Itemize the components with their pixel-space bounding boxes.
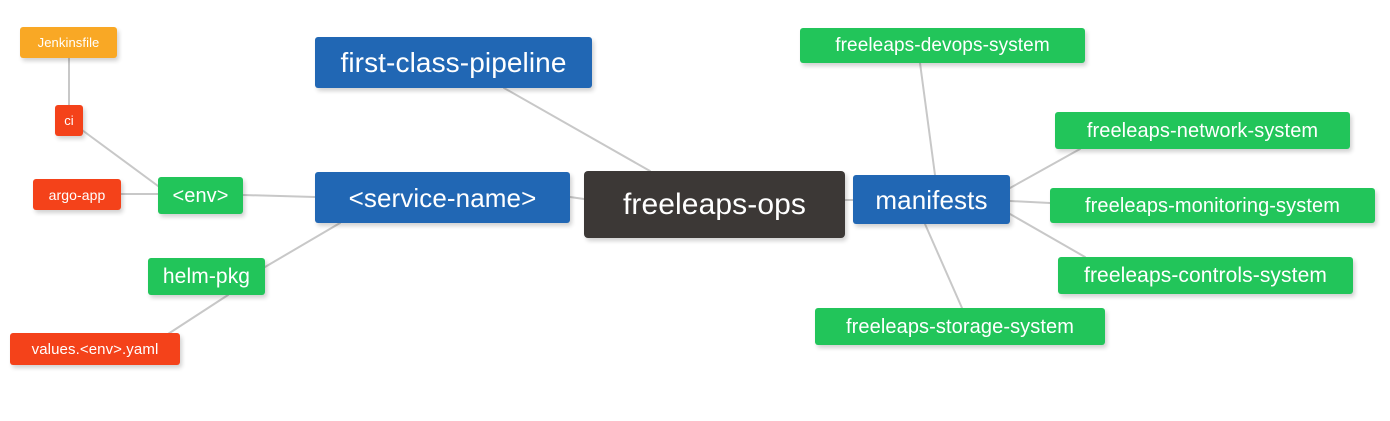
mindmap-node-argo-app[interactable]: argo-app bbox=[33, 179, 121, 210]
mindmap-node-freeleaps-controls-system[interactable]: freeleaps-controls-system bbox=[1058, 257, 1353, 294]
mindmap-node-jenkinsfile[interactable]: Jenkinsfile bbox=[20, 27, 117, 58]
mindmap-node-first-class-pipeline[interactable]: first-class-pipeline bbox=[315, 37, 592, 88]
mindmap-node-freeleaps-devops-system[interactable]: freeleaps-devops-system bbox=[800, 28, 1085, 63]
edge-first-class-pipeline-to-freeleaps-ops bbox=[503, 87, 651, 172]
edge-manifests-to-freeleaps-storage-system bbox=[924, 223, 963, 309]
mindmap-node-ci[interactable]: ci bbox=[55, 105, 83, 136]
mindmap-node-freeleaps-storage-system[interactable]: freeleaps-storage-system bbox=[815, 308, 1105, 345]
edge-manifests-to-freeleaps-monitoring-system bbox=[1009, 200, 1051, 204]
mindmap-node-manifests[interactable]: manifests bbox=[853, 175, 1010, 224]
edge-ci-to-env bbox=[81, 129, 159, 187]
mindmap-node-freeleaps-ops[interactable]: freeleaps-ops bbox=[584, 171, 845, 238]
mindmap-node-freeleaps-network-system[interactable]: freeleaps-network-system bbox=[1055, 112, 1350, 149]
mindmap-node-env[interactable]: <env> bbox=[158, 177, 243, 214]
edge-helm-pkg-to-service-name bbox=[264, 222, 341, 268]
edge-service-name-to-freeleaps-ops bbox=[569, 196, 585, 200]
mindmap-node-values-yaml[interactable]: values.<env>.yaml bbox=[10, 333, 180, 365]
mindmap-node-helm-pkg[interactable]: helm-pkg bbox=[148, 258, 265, 295]
mindmap-node-service-name[interactable]: <service-name> bbox=[315, 172, 570, 223]
edge-values-yaml-to-helm-pkg bbox=[167, 294, 229, 335]
edge-manifests-to-freeleaps-devops-system bbox=[919, 62, 936, 176]
mindmap-node-freeleaps-monitoring-system[interactable]: freeleaps-monitoring-system bbox=[1050, 188, 1375, 223]
edge-env-to-service-name bbox=[242, 194, 316, 198]
edge-manifests-to-freeleaps-network-system bbox=[1009, 148, 1081, 189]
